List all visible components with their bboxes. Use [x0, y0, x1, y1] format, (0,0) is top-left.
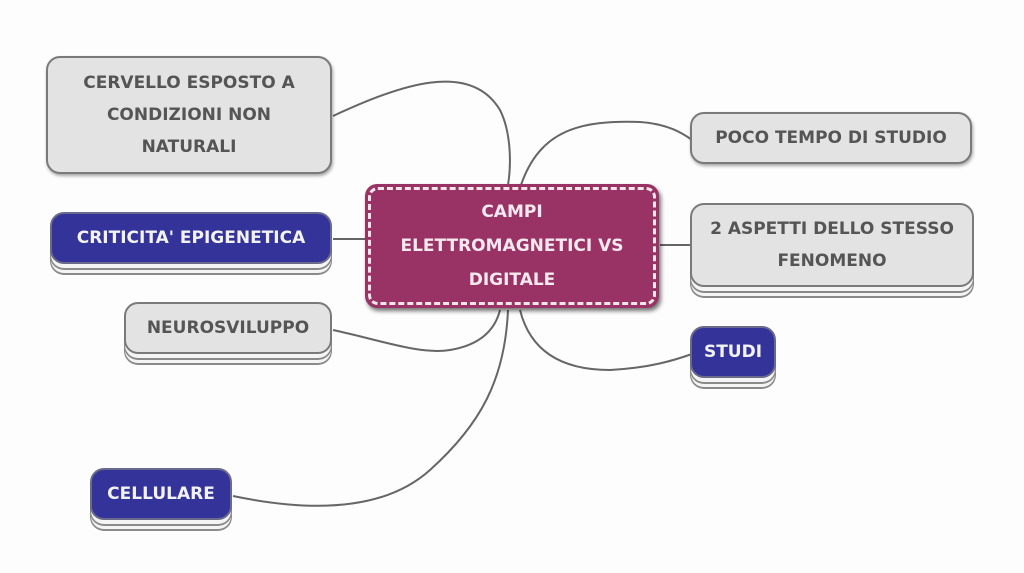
node-studi[interactable]: STUDI [690, 326, 776, 378]
node-label: NEUROSVILUPPO [146, 318, 310, 338]
central-label-line: ELETTROMAGNETICI VS [400, 236, 624, 256]
node-criticita[interactable]: CRITICITA' EPIGENETICA [50, 212, 332, 264]
node-label: POCO TEMPO DI STUDIO [715, 128, 947, 148]
node-label: STUDI [703, 342, 763, 362]
central-topic[interactable]: CAMPI ELETTROMAGNETICI VS DIGITALE [365, 184, 659, 308]
node-label-line: CONDIZIONI NON [106, 105, 272, 125]
connector-studi [519, 309, 693, 372]
connector-cellulare [232, 309, 509, 507]
connector-cervello [332, 80, 511, 186]
connector-neurosviluppo [332, 309, 501, 352]
node-label: CELLULARE [107, 484, 215, 504]
node-neurosviluppo[interactable]: NEUROSVILUPPO [124, 302, 332, 354]
node-label-line: 2 ASPETTI DELLO STESSO [710, 219, 954, 239]
node-label-line: NATURALI [141, 137, 237, 157]
node-cervello[interactable]: CERVELLO ESPOSTO A CONDIZIONI NON NATURA… [46, 56, 332, 174]
node-poco-tempo[interactable]: POCO TEMPO DI STUDIO [690, 112, 972, 164]
central-label-line: CAMPI [481, 202, 543, 222]
connector-poco-tempo [520, 120, 693, 186]
node-cellulare[interactable]: CELLULARE [90, 468, 232, 520]
node-label: CRITICITA' EPIGENETICA [76, 228, 306, 248]
node-aspetti[interactable]: 2 ASPETTI DELLO STESSO FENOMENO [690, 203, 974, 287]
node-label-line: FENOMENO [777, 251, 887, 271]
node-label-line: CERVELLO ESPOSTO A [83, 73, 295, 93]
central-label-line: DIGITALE [468, 270, 556, 290]
